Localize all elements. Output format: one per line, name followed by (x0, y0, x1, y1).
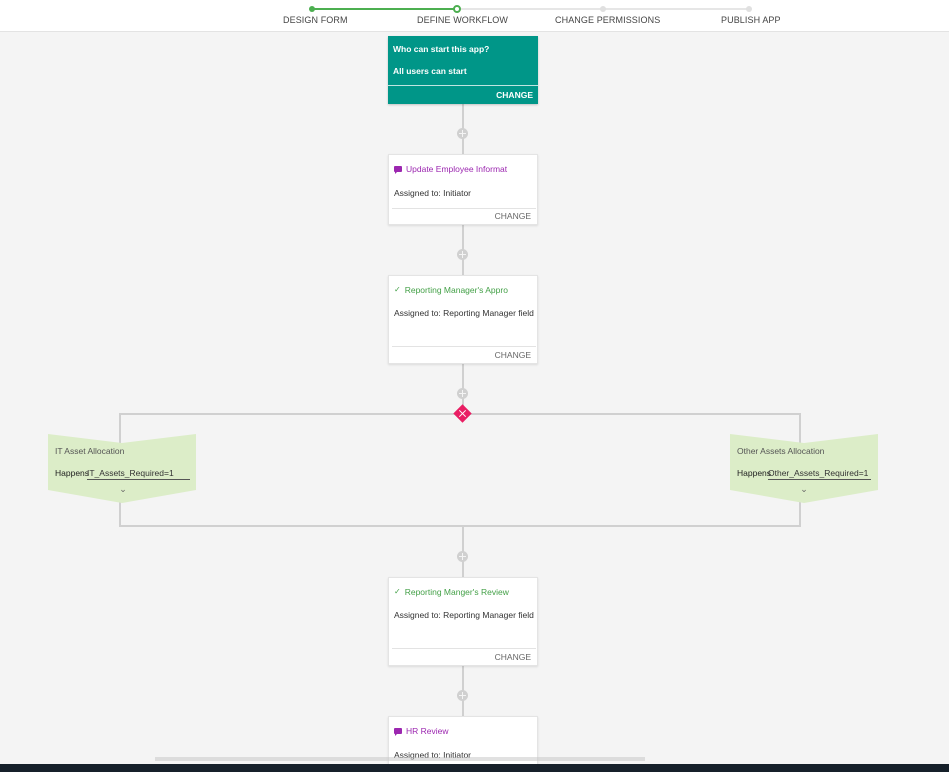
step-card-change-button[interactable]: CHANGE (494, 652, 531, 662)
branch-condition-field[interactable]: IT_Assets_Required=1 (87, 468, 190, 480)
stepper-progress (312, 8, 457, 10)
branch-condition-field[interactable]: Other_Assets_Required=1 (768, 468, 871, 480)
add-step-icon[interactable] (457, 249, 468, 260)
step-card-title[interactable]: ✓ Reporting Manager's Appro (394, 285, 534, 295)
step-card-hr-review[interactable]: HR Review Assigned to: Initiator (388, 716, 538, 772)
step-card-reporting-manager-review[interactable]: ✓ Reporting Manger's Review Assigned to:… (388, 577, 538, 666)
add-step-icon[interactable] (457, 690, 468, 701)
taskbar-strip (0, 764, 949, 772)
branch-title: IT Asset Allocation (55, 446, 125, 456)
check-icon: ✓ (394, 587, 401, 596)
branch-card-it-asset[interactable]: IT Asset Allocation Happens IT_Assets_Re… (48, 434, 196, 503)
step-card-title-text: Reporting Manager's Appro (404, 285, 508, 295)
chat-icon (394, 166, 402, 174)
step-card-title[interactable]: Update Employee Informat (394, 164, 534, 174)
branch-title: Other Assets Allocation (737, 446, 825, 456)
step-card-title-text: Reporting Manger's Review (404, 587, 509, 597)
step-card-assignee: Assigned to: Initiator (394, 750, 472, 760)
step-card-change-button[interactable]: CHANGE (494, 350, 531, 360)
start-question: Who can start this app? (393, 44, 490, 54)
branch-happens-label: Happens (55, 468, 90, 478)
step-card-reporting-manager-approval[interactable]: ✓ Reporting Manager's Appro Assigned to:… (388, 275, 538, 364)
check-icon: ✓ (394, 285, 401, 294)
divider (392, 208, 536, 209)
start-change-button[interactable]: CHANGE (496, 90, 533, 100)
step-dot-design-form[interactable] (309, 6, 315, 12)
divider (392, 346, 536, 347)
step-publish-app[interactable]: PUBLISH APP (721, 15, 781, 25)
add-step-icon[interactable] (457, 128, 468, 139)
add-step-icon[interactable] (457, 388, 468, 399)
step-card-assignee: Assigned to: Reporting Manager field (394, 610, 534, 620)
step-dot-define-workflow[interactable] (453, 5, 461, 13)
step-card-update-employee[interactable]: Update Employee Informat Assigned to: In… (388, 154, 538, 225)
divider (392, 648, 536, 649)
step-define-workflow[interactable]: DEFINE WORKFLOW (417, 15, 508, 25)
step-card-assignee: Assigned to: Initiator (394, 188, 472, 198)
stepper-track (312, 8, 749, 10)
step-dot-change-permissions[interactable] (600, 6, 606, 12)
branch-merge-line (119, 525, 801, 527)
branch-happens-label: Happens (737, 468, 772, 478)
chevron-down-icon[interactable]: ⌄ (119, 484, 127, 494)
add-branch-icon[interactable] (453, 404, 472, 423)
chat-icon (394, 728, 402, 736)
overlay-text-blur (155, 757, 645, 761)
chevron-down-icon[interactable]: ⌄ (800, 484, 808, 494)
workflow-stepper: DESIGN FORM DEFINE WORKFLOW CHANGE PERMI… (0, 0, 949, 32)
step-card-title-text: HR Review (406, 726, 449, 736)
step-card-title[interactable]: ✓ Reporting Manger's Review (394, 587, 534, 597)
branch-card-other-assets[interactable]: Other Assets Allocation Happens Other_As… (730, 434, 878, 503)
start-value: All users can start (393, 66, 467, 76)
step-card-title[interactable]: HR Review (394, 726, 534, 736)
start-trigger-card: Who can start this app? All users can st… (388, 36, 538, 104)
add-step-icon[interactable] (457, 551, 468, 562)
step-card-assignee: Assigned to: Reporting Manager field (394, 308, 534, 318)
step-dot-publish-app[interactable] (746, 6, 752, 12)
step-change-permissions[interactable]: CHANGE PERMISSIONS (555, 15, 661, 25)
step-card-title-text: Update Employee Informat (406, 164, 508, 174)
step-card-change-button[interactable]: CHANGE (494, 211, 531, 221)
step-design-form[interactable]: DESIGN FORM (283, 15, 348, 25)
divider (388, 85, 538, 86)
